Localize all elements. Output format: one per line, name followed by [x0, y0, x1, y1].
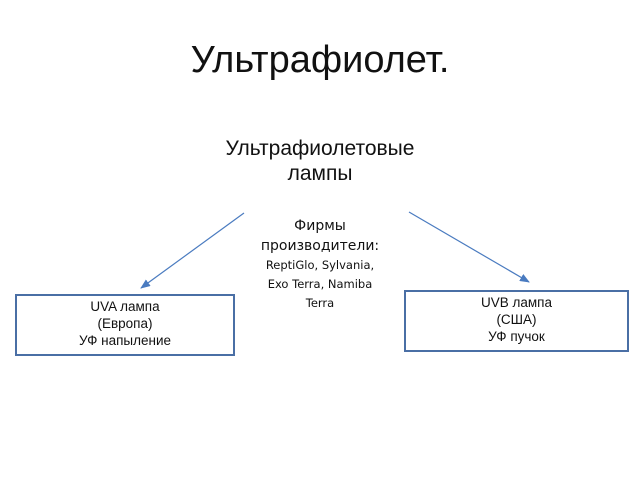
- uva-line-3: УФ напыление: [78, 333, 171, 348]
- vendors-names-line-2: Exo Terra, Namiba: [267, 277, 373, 291]
- uva-line-2: (Европа): [97, 316, 153, 331]
- subtitle-line-2: лампы: [287, 162, 353, 185]
- vendors-names-line-3: Terra: [305, 296, 335, 310]
- uva-lamp-box: UVA лампа (Европа) УФ напыление: [15, 294, 235, 356]
- uva-line-1: UVA лампа: [90, 299, 160, 314]
- vendors-heading-line-1: Фирмы: [294, 218, 346, 234]
- arrow-right: [408, 211, 530, 283]
- vendors-heading-line-2: производители:: [260, 238, 380, 254]
- subtitle-line-1: Ультрафиолетовые: [225, 137, 415, 160]
- uvb-lamp-box: UVB лампа (США) УФ пучок: [404, 290, 629, 352]
- uvb-line-2: (США): [496, 312, 537, 327]
- slide-title: Ультрафиолет.: [190, 39, 450, 81]
- uvb-line-3: УФ пучок: [488, 329, 545, 344]
- vendors-names-line-1: ReptiGlo, Sylvania,: [265, 258, 375, 272]
- uvb-line-1: UVB лампа: [481, 295, 552, 310]
- arrow-left: [140, 212, 245, 289]
- vendors-note: Фирмы производители: ReptiGlo, Sylvania,…: [250, 216, 390, 313]
- diagram-subtitle: Ультрафиолетовые лампы: [170, 136, 470, 186]
